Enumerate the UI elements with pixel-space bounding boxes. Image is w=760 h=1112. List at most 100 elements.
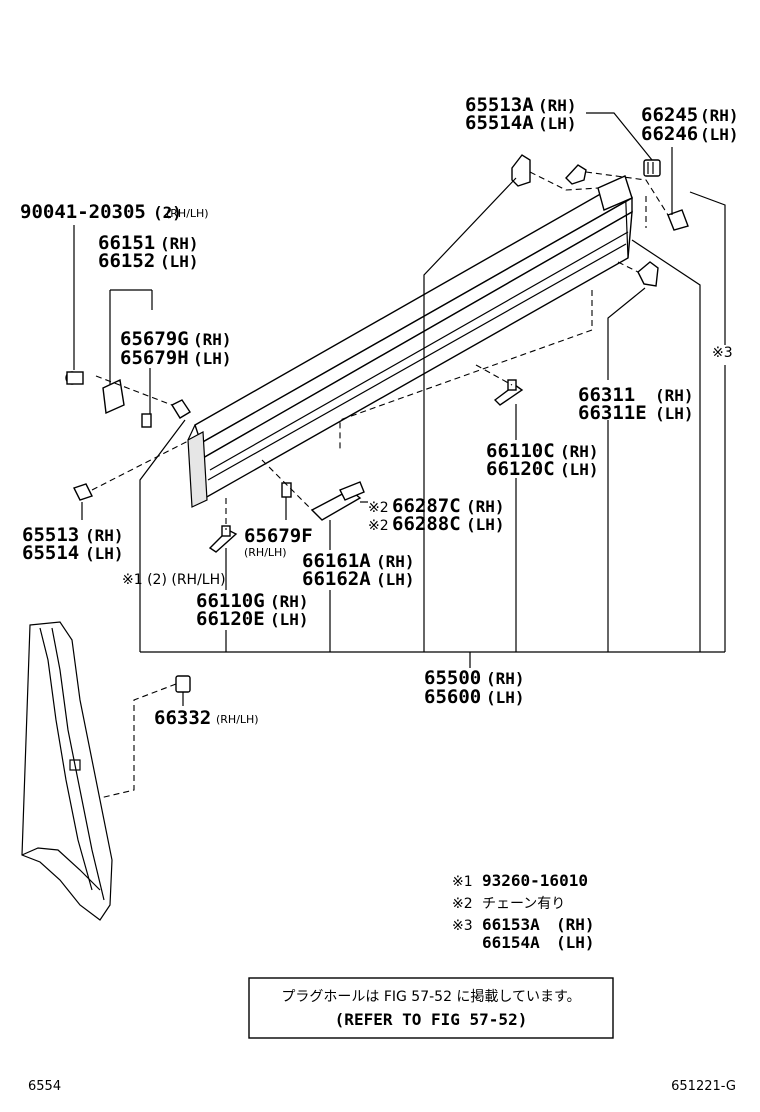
svg-text:(RH): (RH) (538, 96, 577, 115)
svg-text:(RH/LH): (RH/LH) (166, 207, 209, 220)
part-label-66161A: 66161A (RH) (302, 550, 415, 572)
part-label-90041-20305: 90041-20305 (2) (RH/LH) (20, 201, 209, 223)
part-65679G-pad (141, 413, 152, 428)
svg-text:(LH): (LH) (193, 349, 232, 368)
part-90041-bolt (65, 371, 84, 385)
part-label-65600: 65600 (LH) (424, 686, 525, 708)
svg-text:65513: 65513 (22, 524, 79, 546)
svg-text:66288C: 66288C (392, 513, 461, 535)
footer-diagram-code: 651221-G (671, 1079, 736, 1094)
svg-text:(LH): (LH) (160, 252, 199, 271)
svg-text:(RH): (RH) (700, 106, 739, 125)
svg-text:※2: ※2 (368, 500, 389, 516)
part-label-66152: 66152 (LH) (98, 250, 199, 272)
part-66311-hook (565, 164, 587, 185)
svg-text:66151: 66151 (98, 232, 155, 254)
body-pillar (21, 621, 113, 921)
svg-text:66311: 66311 (578, 384, 635, 406)
svg-text:(LH): (LH) (486, 688, 525, 707)
svg-text:66246: 66246 (641, 123, 698, 145)
part-label-65513: 65513 (RH) (22, 524, 124, 546)
svg-text:(RH): (RH) (655, 386, 694, 405)
svg-text:(LH): (LH) (655, 404, 694, 423)
svg-text:(RH/LH): (RH/LH) (216, 713, 259, 726)
svg-text:(RH/LH): (RH/LH) (244, 546, 287, 559)
mark-1-side: ※1 (2) (RH/LH) (122, 572, 226, 588)
svg-text:(LH): (LH) (538, 114, 577, 133)
part-66151-bracket (102, 378, 125, 415)
svg-text:(LH): (LH) (270, 610, 309, 629)
part-label-66245: 66245 (RH) (641, 104, 739, 126)
svg-text:(RH): (RH) (560, 442, 599, 461)
svg-text:90041-20305: 90041-20305 (20, 201, 146, 223)
part-label-65513A: 65513A (RH) (465, 94, 577, 116)
svg-text:66245: 66245 (641, 104, 698, 126)
footer-figure-number: 6554 (28, 1079, 61, 1094)
svg-text:66120C: 66120C (486, 458, 555, 480)
part-66332-clip (175, 675, 191, 693)
svg-text:66120E: 66120E (196, 608, 265, 630)
part-label-66151: 66151 (RH) (98, 232, 199, 254)
svg-text:66110G: 66110G (196, 590, 265, 612)
part-label-66110G: 66110G (RH) (196, 590, 309, 612)
part-label-66288C: ※2 66288C (LH) (368, 513, 505, 535)
svg-text:(RH): (RH) (466, 497, 505, 516)
svg-text:(RH): (RH) (193, 330, 232, 349)
mark-3-side: ※3 (712, 345, 733, 361)
reference-line-jp: プラグホールは FIG 57-52 に掲載しています。 (281, 989, 580, 1005)
part-label-65514: 65514 (LH) (22, 542, 124, 564)
part-65513A-bracket (511, 154, 531, 187)
side-gate-panel (187, 175, 633, 508)
part-label-66246: 66246 (LH) (641, 123, 739, 145)
reference-box: プラグホールは FIG 57-52 に掲載しています。 (REFER TO FI… (248, 977, 614, 1039)
note-1-mark: ※1 (452, 874, 473, 890)
part-label-66110C: 66110C (RH) (486, 440, 599, 462)
part-66245-clip (643, 159, 661, 177)
svg-text:66110C: 66110C (486, 440, 555, 462)
svg-text:(RH): (RH) (556, 915, 595, 934)
svg-text:65514A: 65514A (465, 112, 534, 134)
part-label-66287C: ※2 66287C (RH) (368, 495, 505, 517)
svg-text:65679H: 65679H (120, 347, 189, 369)
svg-text:66152: 66152 (98, 250, 155, 272)
part-label-66162A: 66162A (LH) (302, 568, 415, 590)
note-2-mark: ※2 (452, 896, 473, 912)
svg-text:(LH): (LH) (560, 460, 599, 479)
note-3-mark: ※3 (452, 918, 473, 934)
svg-text:66162A: 66162A (302, 568, 371, 590)
note-3-text1: 66153A (482, 915, 540, 934)
dashed-assembly-lines (91, 171, 669, 799)
svg-text:65514: 65514 (22, 542, 79, 564)
svg-text:(LH): (LH) (376, 570, 415, 589)
svg-text:65679G: 65679G (120, 328, 189, 350)
part-label-65679H: 65679H (LH) (120, 347, 232, 369)
svg-text:65600: 65600 (424, 686, 481, 708)
svg-text:(RH): (RH) (376, 552, 415, 571)
svg-text:(2): (2) (153, 203, 182, 222)
svg-text:(RH): (RH) (160, 234, 199, 253)
part-label-65679G: 65679G (RH) (120, 328, 232, 350)
part-label-65500: 65500 (RH) (424, 667, 525, 689)
note-1-text: 93260-16010 (482, 871, 588, 890)
svg-text:(LH): (LH) (85, 544, 124, 563)
svg-text:65513A: 65513A (465, 94, 534, 116)
svg-text:(RH): (RH) (270, 592, 309, 611)
leader-lines (73, 112, 726, 706)
svg-text:(LH): (LH) (556, 933, 595, 952)
svg-text:66287C: 66287C (392, 495, 461, 517)
footnotes: ※1 93260-16010 ※2 チェーン有り ※3 66153A (RH) … (452, 871, 595, 952)
part-66110C-pin (493, 379, 524, 406)
svg-text:(RH): (RH) (486, 669, 525, 688)
part-label-66120E: 66120E (LH) (196, 608, 309, 630)
svg-text:(LH): (LH) (466, 515, 505, 534)
svg-text:65679F: 65679F (244, 525, 313, 547)
part-66110G-pin (208, 525, 238, 553)
part-label-66332: 66332 (RH/LH) (154, 707, 259, 729)
svg-text:65500: 65500 (424, 667, 481, 689)
svg-text:66311E: 66311E (578, 402, 647, 424)
part-label-66311E: 66311E (LH) (578, 402, 694, 424)
svg-text:66332: 66332 (154, 707, 211, 729)
svg-text:※2: ※2 (368, 518, 389, 534)
part-65513-retainer (73, 399, 191, 501)
